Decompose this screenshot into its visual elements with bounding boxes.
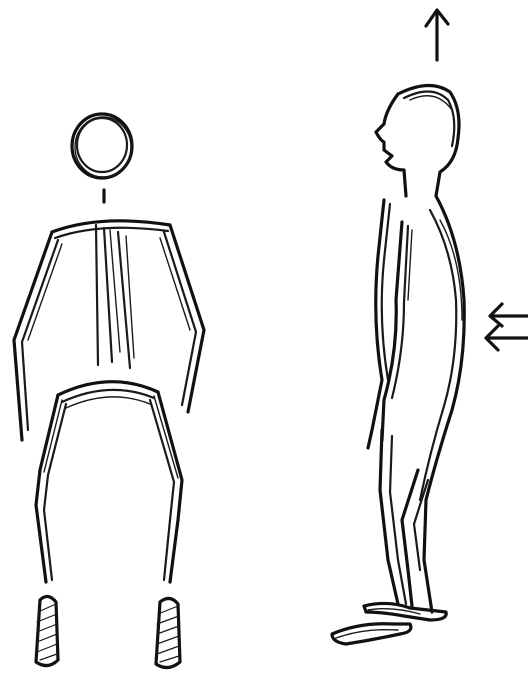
front-shoulders-arms [14,221,204,440]
front-head [72,114,132,178]
side-feet [332,603,446,644]
arrow-left-icon [486,326,528,350]
front-left-foot [36,596,58,665]
arrow-up-icon [426,10,448,60]
side-arm [382,222,412,440]
front-right-foot [156,598,180,667]
front-legs [36,382,182,582]
side-legs [380,430,428,606]
front-torso [96,225,134,368]
side-body-front-inner [382,204,390,380]
front-figure [14,114,204,668]
side-head [376,85,459,196]
arrow-left-icon [490,304,528,326]
side-figure [332,10,528,644]
